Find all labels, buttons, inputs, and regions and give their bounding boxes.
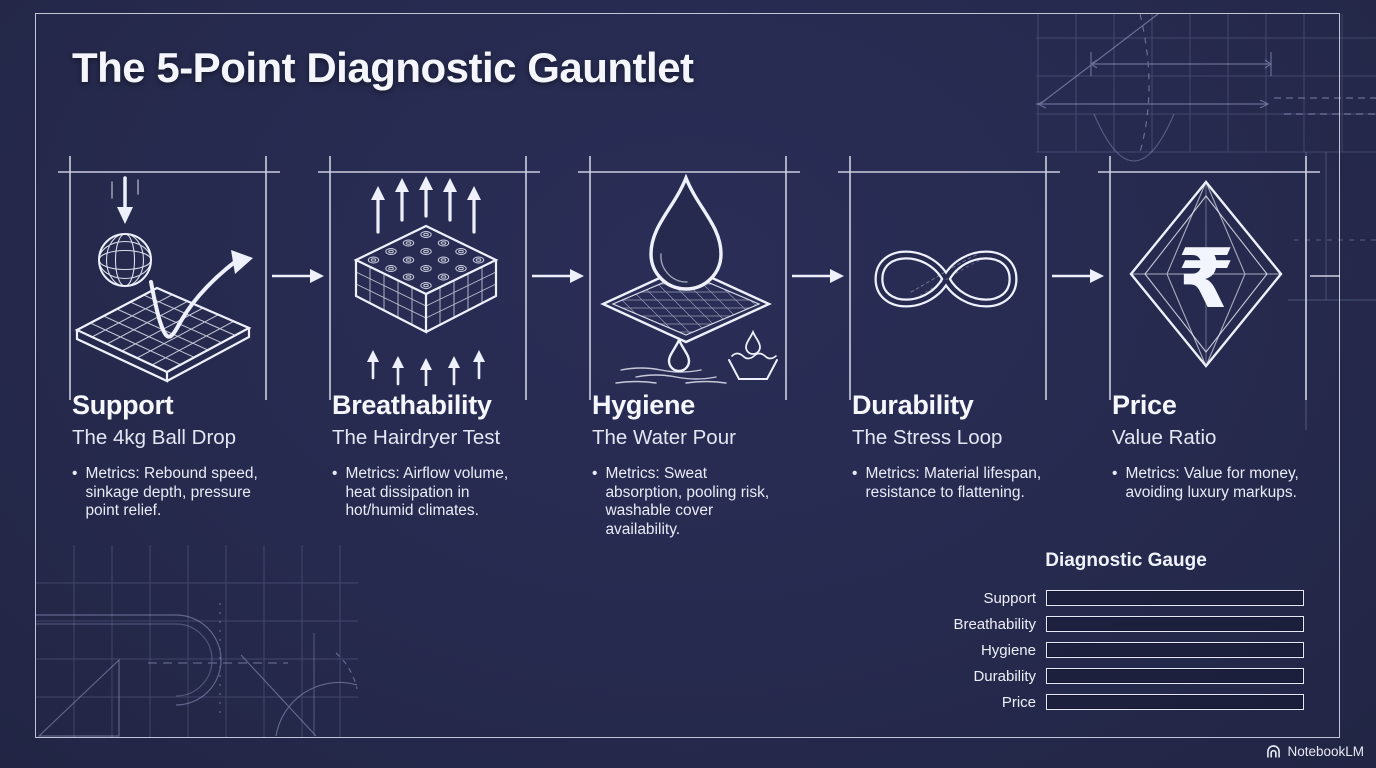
step-subtitle: The Stress Loop	[852, 426, 1003, 449]
step-subtitle: The Hairdryer Test	[332, 426, 501, 449]
ball-drop-icon	[74, 176, 253, 383]
blueprint-decoration-bottom-left	[36, 545, 358, 737]
hygiene-icon-cell	[578, 150, 800, 400]
gauge-label: Durability	[973, 667, 1036, 685]
notebooklm-watermark: NotebookLM	[1266, 744, 1364, 759]
right-arrow-icon	[272, 269, 324, 283]
gauge-bar-price	[1046, 694, 1304, 710]
step-subtitle: Value Ratio	[1112, 426, 1217, 449]
gauge-row-price: Price	[940, 689, 1310, 715]
step-heading: Support	[72, 390, 174, 420]
diagnostic-gauge: Diagnostic Gauge Support Breathability H…	[940, 550, 1310, 715]
rupee-diamond-icon: ₹	[1129, 180, 1283, 368]
step-metric: Metrics: Value for money, avoiding luxur…	[1112, 465, 1308, 502]
gauge-bar-hygiene	[1046, 642, 1304, 658]
cell-frame	[1098, 156, 1320, 400]
gauge-row-hygiene: Hygiene	[940, 637, 1310, 663]
step-hygiene: Hygiene The Water Pour Metrics: Sweat ab…	[578, 150, 800, 539]
frame-connector-line	[1310, 275, 1340, 277]
step-heading: Durability	[852, 390, 974, 420]
cell-frame	[838, 156, 1060, 400]
right-arrow-icon	[792, 269, 844, 283]
step-metric: Metrics: Airflow volume, heat dissipatio…	[332, 465, 528, 521]
right-arrow-icon	[1052, 269, 1104, 283]
step-price: ₹ Price Value Ratio Metrics: Value for m…	[1098, 150, 1320, 502]
step-breathability: Breathability The Hairdryer Test Metrics…	[318, 150, 540, 521]
step-support: Support The 4kg Ball Drop Metrics: Rebou…	[58, 150, 280, 521]
step-metric: Metrics: Sweat absorption, pooling risk,…	[592, 465, 788, 539]
svg-text:₹: ₹	[1177, 232, 1234, 327]
bullet-dot	[592, 465, 597, 539]
step-durability: Durability The Stress Loop Metrics: Mate…	[838, 150, 1060, 502]
cell-frame	[318, 156, 540, 400]
airflow-block-icon	[353, 176, 499, 386]
gauge-label: Support	[983, 589, 1036, 607]
bullet-dot	[332, 465, 337, 521]
step-metric: Metrics: Material lifespan, resistance t…	[852, 465, 1048, 502]
cell-frame	[58, 156, 280, 400]
support-icon-cell	[58, 150, 280, 400]
step-subtitle: The Water Pour	[592, 426, 736, 449]
step-heading: Hygiene	[592, 390, 695, 420]
gauge-label: Breathability	[953, 615, 1036, 633]
right-arrow-icon	[532, 269, 584, 283]
gauge-row-durability: Durability	[940, 663, 1310, 689]
step-metric: Metrics: Rebound speed, sinkage depth, p…	[72, 465, 268, 521]
price-icon-cell: ₹	[1098, 150, 1320, 400]
bullet-dot	[852, 465, 857, 502]
page-title: The 5-Point Diagnostic Gauntlet	[72, 44, 694, 91]
gauge-row-support: Support	[940, 585, 1310, 611]
infinity-loop-icon	[874, 250, 1018, 308]
breathability-icon-cell	[318, 150, 540, 400]
gauge-row-breathability: Breathability	[940, 611, 1310, 637]
step-subtitle: The 4kg Ball Drop	[72, 426, 237, 449]
notebooklm-logo-icon	[1267, 745, 1281, 758]
step-heading: Price	[1112, 390, 1177, 420]
step-heading: Breathability	[332, 390, 492, 420]
bullet-dot	[1112, 465, 1117, 502]
gauge-bar-durability	[1046, 668, 1304, 684]
durability-icon-cell	[838, 150, 1060, 400]
bullet-dot	[72, 465, 77, 521]
gauge-label: Hygiene	[980, 641, 1036, 659]
watermark-label: NotebookLM	[1287, 744, 1364, 759]
gauge-bar-support	[1046, 590, 1304, 606]
gauge-label: Price	[1001, 693, 1036, 711]
cell-frame	[578, 156, 800, 400]
gauge-bar-breathability	[1046, 616, 1304, 632]
gauge-title: Diagnostic Gauge	[1045, 550, 1207, 571]
water-drop-icon	[600, 174, 778, 384]
